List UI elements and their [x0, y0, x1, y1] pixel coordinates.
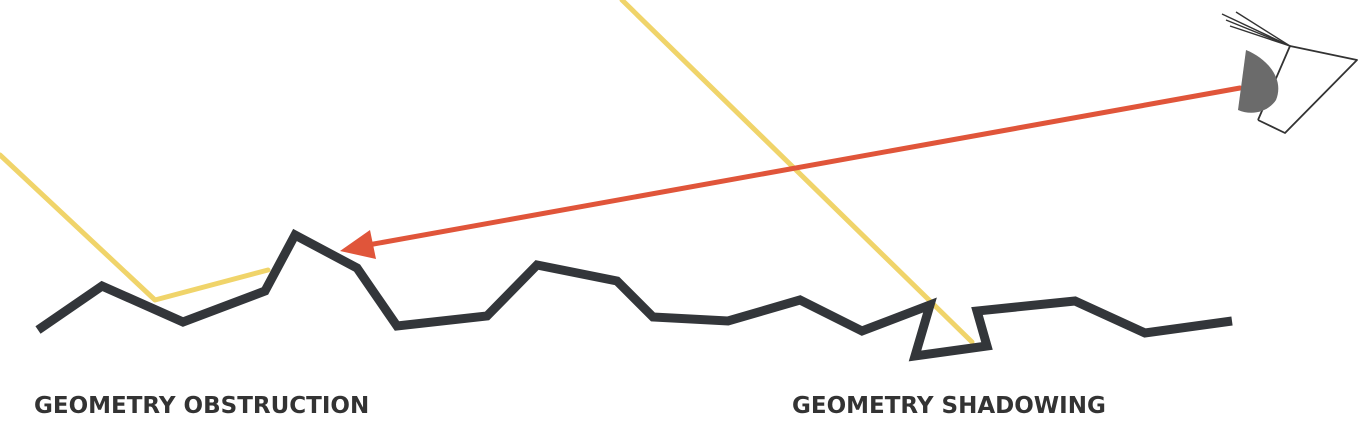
light-ray-obstruction [0, 152, 271, 303]
eye-icon [1221, 11, 1358, 134]
caption-geometry-shadowing: GEOMETRY SHADOWING [792, 393, 1106, 419]
light-ray-shadowing [619, 0, 975, 345]
microfacet-surface [35, 228, 1233, 362]
arrowhead-icon [340, 230, 376, 259]
caption-geometry-obstruction: GEOMETRY OBSTRUCTION [34, 393, 370, 419]
view-ray [365, 85, 1243, 248]
